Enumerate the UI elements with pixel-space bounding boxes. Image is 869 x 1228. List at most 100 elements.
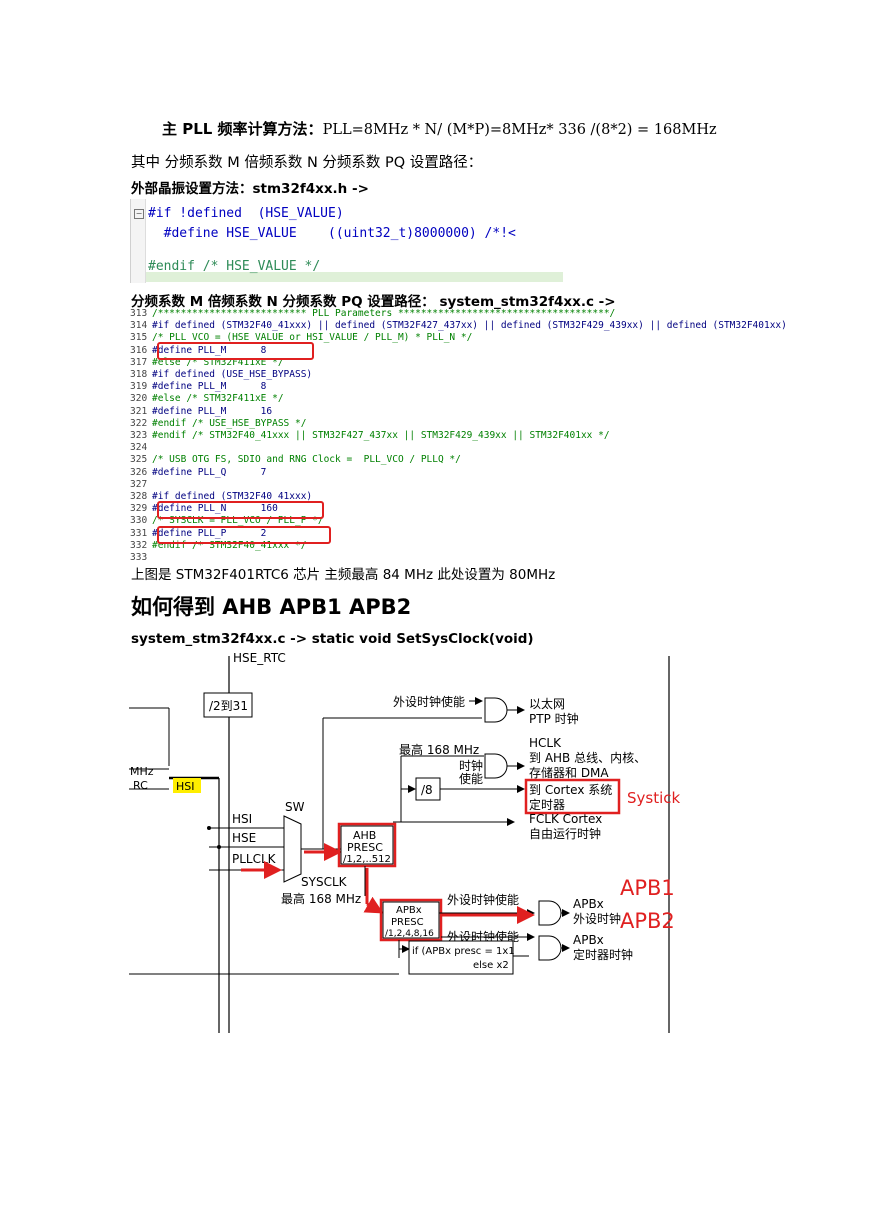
code-text: /* PLL_VCO = (HSE_VALUE or HSI_VALUE / P… <box>152 332 473 344</box>
line-number: 314 <box>130 320 148 332</box>
code-row: 325 /* USB OTG FS, SDIO and RNG Clock = P… <box>130 454 461 466</box>
sw-label: SW <box>285 800 305 814</box>
line-number: 313 <box>130 308 148 319</box>
apb2-label: APB2 <box>620 909 675 933</box>
apb-enable-2: 外设时钟使能 <box>447 929 519 944</box>
eth-enable-label: 外设时钟使能 <box>393 694 465 709</box>
line-gutter <box>131 199 146 283</box>
hclk-title: HCLK <box>529 736 562 750</box>
code-row: 317 #else /* STM32F411xE */ <box>130 357 284 369</box>
code-line-2: #define HSE_VALUE ((uint32_t)8000000) /*… <box>148 226 516 241</box>
code-text: #else /* STM32F411xE */ <box>152 356 284 368</box>
code-text: #if defined (STM32F40_41xxx) || defined … <box>152 320 787 332</box>
code-row: 313 /************************** PLL Param… <box>130 308 615 320</box>
hclk-max-label: 最高 168 MHz <box>399 742 479 757</box>
clock-tree-diagram: HSE_RTC /2到31 MHz RC HSI HSI HSE PLLCLK … <box>129 651 681 1033</box>
code-row: 321#define PLL_M 16 <box>130 406 272 418</box>
code-text: #define PLL_Q 7 <box>152 466 267 478</box>
line-number: 324 <box>130 442 148 454</box>
line-number: 323 <box>130 430 148 441</box>
line-number: 331 <box>130 527 148 539</box>
line-number: 316 <box>130 344 148 356</box>
line-number: 319 <box>130 381 148 393</box>
mhz-fragment: MHz <box>130 765 154 778</box>
code-row: 326#define PLL_Q 7 <box>130 467 266 479</box>
highlight-pll-n <box>157 501 324 519</box>
code-row: 328 #if defined (STM32F40_41xxx) <box>130 491 312 503</box>
cortex-timer-2: 定时器 <box>529 797 565 812</box>
sysclk-label: SYSCLK <box>301 875 348 889</box>
code-row: 323 #endif /* STM32F40_41xxx || STM32F427… <box>130 430 610 442</box>
fold-icon: − <box>134 209 144 219</box>
fclk-label-1: FCLK Cortex <box>529 812 602 826</box>
mux-input-pllclk: PLLCLK <box>232 852 277 866</box>
code-row: 319#define PLL_M 8 <box>130 381 266 393</box>
apbx-periph-1: APBx <box>573 897 604 911</box>
pll-heading: 分频系数 M 倍频系数 N 分频系数 PQ 设置路径： system_stm32… <box>131 294 616 310</box>
sysclk-max-label: 最高 168 MHz <box>281 891 361 906</box>
intro-line: 其中 分频系数 M 倍频系数 N 分频系数 PQ 设置路径： <box>131 155 483 171</box>
code-row: 330 /* SYSCLK = PLL_VCO / PLL_P */ <box>130 515 324 527</box>
line-number: 328 <box>130 491 148 502</box>
apb-presc-line3: /1,2,4,8,16 <box>385 929 434 939</box>
code-line-1: #if !defined (HSE_VALUE) <box>148 206 344 221</box>
code-row: 322#endif /* USE_HSE_BYPASS */ <box>130 418 306 430</box>
code-text: #else /* STM32F411xE */ <box>152 393 284 405</box>
apb-presc-line1: APBx <box>396 905 422 916</box>
code-text: #define PLL_N 160 <box>152 503 278 515</box>
code-row: 316 #define PLL_M 8 <box>130 345 266 357</box>
code-row: 333 <box>130 552 152 564</box>
formula-expression: PLL=8MHz * N/ (M*P)=8MHz* 336 /(8*2) = 1… <box>322 122 717 138</box>
code-row: 314 #if defined (STM32F40_41xxx) || defin… <box>130 320 787 332</box>
hclk-desc-1: 到 AHB 总线、内核、 <box>529 751 646 765</box>
formula-label: 主 PLL 频率计算方法： <box>162 120 323 138</box>
current-line-highlight <box>146 272 563 282</box>
setsysclock-path: system_stm32f4xx.c -> static void SetSys… <box>131 631 534 647</box>
line-number: 333 <box>130 552 148 563</box>
line-number: 327 <box>130 478 148 490</box>
code-row: 327 <box>130 479 152 491</box>
eth-out-label: 以太网 <box>529 696 565 711</box>
rc-fragment: RC <box>133 779 148 792</box>
code-text: #endif /* STM32F40_41xxx || STM32F427_43… <box>152 430 610 441</box>
ahb-presc-line1: AHB <box>353 829 376 842</box>
code-row: 332#endif /* STM32F40_41xxx */ <box>130 540 306 552</box>
pll-formula: 主 PLL 频率计算方法：PLL=8MHz * N/ (M*P)=8MHz* 3… <box>162 118 717 139</box>
pll-code-snippet: 313 /************************** PLL Param… <box>130 308 850 563</box>
code-row: 315 /* PLL_VCO = (HSE_VALUE or HSI_VALUE … <box>130 332 472 344</box>
apb-enable-1: 外设时钟使能 <box>447 892 519 907</box>
div8-label: /8 <box>421 783 433 797</box>
hse-code-snippet: − #if !defined (HSE_VALUE) #define HSE_V… <box>130 199 563 283</box>
clock-enable-1: 时钟 <box>459 758 483 773</box>
cortex-timer-highlight <box>524 778 621 815</box>
fclk-label-2: 自由运行时钟 <box>529 826 601 841</box>
code-text: /************************** PLL Paramete… <box>152 308 616 319</box>
systick-label: Systick <box>627 789 681 807</box>
code-row: 331#define PLL_P 2 <box>130 528 266 540</box>
code-text: #endif /* USE_HSE_BYPASS */ <box>152 417 307 429</box>
timer-mult-2: else x2 <box>473 960 509 971</box>
highlight-pll-p <box>157 526 331 544</box>
hse-rtc-label: HSE_RTC <box>233 651 286 665</box>
code-text: #define PLL_M 8 <box>152 344 267 356</box>
code-text: /* SYSCLK = PLL_VCO / PLL_P */ <box>152 515 324 527</box>
code-row: 324 <box>130 442 152 454</box>
code-text: /* USB OTG FS, SDIO and RNG Clock = PLL_… <box>152 454 461 466</box>
line-number: 325 <box>130 454 148 466</box>
ptp-clock-label: PTP 时钟 <box>529 711 579 726</box>
mux-input-hse: HSE <box>232 831 256 845</box>
code-line-3: #endif /* HSE_VALUE */ <box>148 259 321 274</box>
line-number: 330 <box>130 515 148 527</box>
timer-mult-1: if (APBx presc = 1x1 <box>412 946 515 957</box>
ahb-presc-line2: PRESC <box>347 841 383 854</box>
apbx-timer-1: APBx <box>573 933 604 947</box>
code-row: 329 #define PLL_N 160 <box>130 503 278 515</box>
hclk-desc-2: 存储器和 DMA <box>529 765 609 780</box>
apbx-periph-2: 外设时钟 <box>573 911 621 926</box>
line-number: 329 <box>130 503 148 515</box>
line-number: 317 <box>130 356 148 368</box>
chip-note: 上图是 STM32F401RTC6 芯片 主频最高 84 MHz 此处设置为 8… <box>131 567 556 583</box>
apbx-timer-2: 定时器时钟 <box>573 947 633 962</box>
line-number: 315 <box>130 332 148 344</box>
code-text: #if defined (STM32F40_41xxx) <box>152 491 313 502</box>
